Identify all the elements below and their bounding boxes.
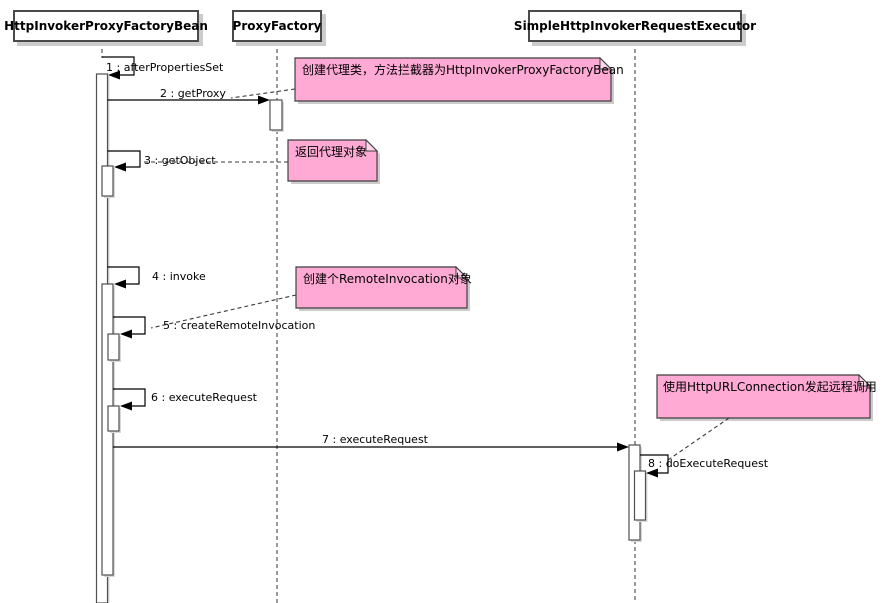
message-label-4: 4 : invoke bbox=[152, 270, 206, 283]
message-label-2: 2 : getProxy bbox=[160, 87, 226, 100]
message-label-5: 5 : createRemoteInvocation bbox=[163, 319, 316, 332]
note-text-return-proxy-object: 返回代理对象 bbox=[295, 145, 368, 159]
message-label-8: 8 : doExecuteRequest bbox=[648, 457, 769, 470]
note-text-create-proxy-class: 创建代理类，方法拦截器为HttpInvokerProxyFactoryBean bbox=[302, 63, 624, 77]
note-httpurlconnection-remote-call bbox=[656, 373, 873, 421]
message-1-afterpropertiesset bbox=[102, 56, 135, 80]
note-text-create-remoteinvocation: 创建个RemoteInvocation对象 bbox=[303, 272, 472, 286]
message-4-invoke bbox=[107, 266, 140, 289]
actor-name: ProxyFactory bbox=[232, 19, 322, 33]
note-connector-doexecuterequest bbox=[667, 417, 730, 461]
message-label-1: 1 : afterPropertiesSet bbox=[106, 61, 224, 74]
message-2-getproxy bbox=[107, 95, 270, 105]
note-text-httpurlconnection-remote-call: 使用HttpURLConnection发起远程调用 bbox=[663, 380, 877, 394]
note-connector-getproxy bbox=[230, 88, 296, 99]
message-6-executerequest-self bbox=[113, 388, 146, 411]
note-connector-createremoteinvocation bbox=[150, 294, 297, 329]
actor-box-httpinvokerproxyfactorybean: HttpInvokerProxyFactoryBean bbox=[4, 10, 208, 42]
actor-box-proxyfactory: ProxyFactory bbox=[232, 10, 322, 42]
message-7-executerequest bbox=[113, 442, 629, 452]
note-return-proxy-object bbox=[287, 138, 380, 184]
actor-name: HttpInvokerProxyFactoryBean bbox=[4, 19, 208, 33]
message-8-doexecuterequest bbox=[640, 454, 669, 478]
actor-name: SimpleHttpInvokerRequestExecutor bbox=[513, 19, 757, 33]
message-label-7: 7 : executeRequest bbox=[322, 433, 428, 446]
message-label-6: 6 : executeRequest bbox=[151, 391, 257, 404]
message-5-createremoteinvocation bbox=[113, 316, 146, 339]
message-label-3: 3 : getObject bbox=[144, 154, 216, 167]
activation-bars bbox=[95, 73, 648, 603]
message-3-getobject bbox=[107, 150, 141, 172]
actor-box-simplehttpinvokerrequestexecutor: SimpleHttpInvokerRequestExecutor bbox=[514, 10, 756, 42]
note-create-proxy-class bbox=[294, 56, 614, 104]
note-create-remoteinvocation bbox=[295, 265, 470, 311]
